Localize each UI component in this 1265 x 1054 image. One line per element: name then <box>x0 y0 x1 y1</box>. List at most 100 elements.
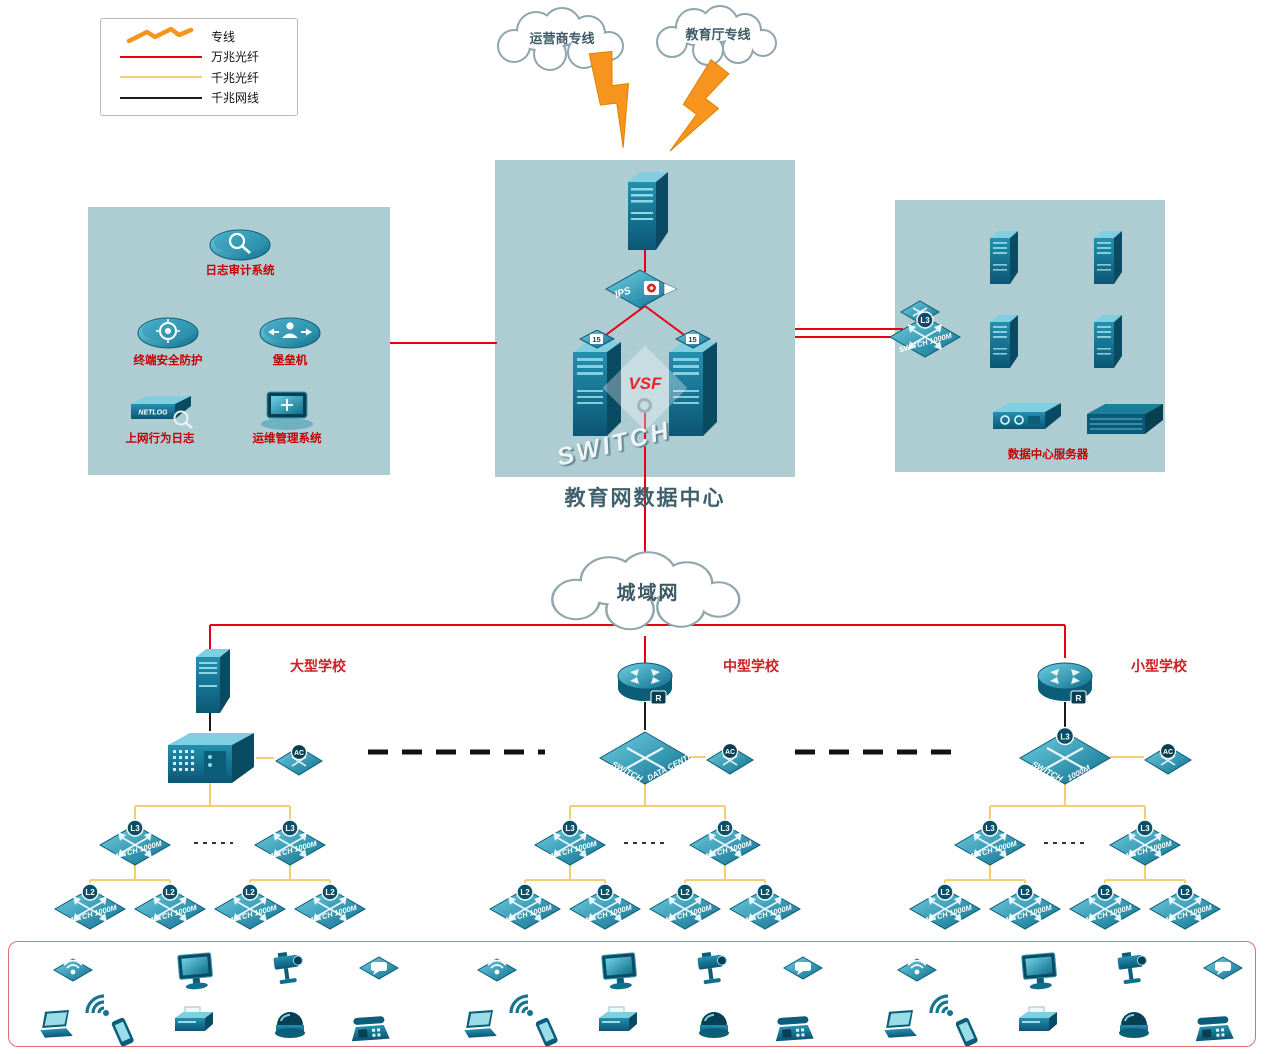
core-firewall-device <box>621 168 671 254</box>
ptz-camera-icon <box>268 949 310 989</box>
legend-label: 万兆光纤 <box>211 50 260 65</box>
svg-text:L2: L2 <box>1020 888 1030 897</box>
lightning-icon <box>111 27 211 45</box>
red-line-icon <box>120 55 202 58</box>
l2-switch: SWITCH 1000M L2 <box>52 881 128 931</box>
svg-text:R: R <box>655 693 661 703</box>
pc-monitor-icon <box>598 951 644 993</box>
wifi-signal-icon <box>76 983 116 1023</box>
svg-text:NETLOG: NETLOG <box>138 410 168 417</box>
svg-text:L2: L2 <box>760 888 770 897</box>
vsf-label: VSF <box>628 374 662 393</box>
fax-phone-icon <box>1192 1011 1238 1047</box>
svg-text:L2: L2 <box>245 888 255 897</box>
wlan-ap-icon <box>894 955 940 987</box>
netlog-label: 上网行为日志 <box>125 433 195 445</box>
svg-text:L2: L2 <box>940 888 950 897</box>
bastion-host-device <box>257 314 323 352</box>
legend-item-leased-line: 专线 <box>111 26 287 46</box>
core-switch-tower-right: 15 <box>663 329 723 442</box>
svg-text:L3: L3 <box>720 824 730 833</box>
smartphone-icon <box>948 1013 984 1053</box>
svg-text:15: 15 <box>688 335 696 344</box>
legend: 专线 万兆光纤 千兆光纤 千兆网线 <box>100 18 298 116</box>
ptz-camera-icon <box>692 949 734 989</box>
l2-switch: SWITCH 1000M L2 <box>1067 881 1143 931</box>
legend-item-10g-fiber: 万兆光纤 <box>111 47 287 67</box>
svg-text:R: R <box>1075 693 1081 703</box>
wifi-signal-icon <box>500 983 540 1023</box>
legend-item-1g-copper: 千兆网线 <box>111 88 287 108</box>
svg-text:L2: L2 <box>1100 888 1110 897</box>
man-cloud: 城域网 <box>551 551 741 631</box>
svg-text:L3: L3 <box>285 824 295 833</box>
ptz-camera-icon <box>1112 949 1154 989</box>
svg-text:L2: L2 <box>85 888 95 897</box>
l3-switch: SWITCH 1000M L3 <box>687 817 763 867</box>
vsf-group: VSF <box>602 345 688 431</box>
svg-text:L2: L2 <box>165 888 175 897</box>
svg-text:L3: L3 <box>565 824 575 833</box>
l2-switch: SWITCH 1000M L2 <box>907 881 983 931</box>
dome-camera-icon <box>268 1005 312 1041</box>
log-audit-device <box>207 226 273 264</box>
large-school-core <box>164 727 258 789</box>
svg-text:L2: L2 <box>1180 888 1190 897</box>
printer-icon <box>170 1005 216 1039</box>
l2-switch: SWITCH 1000M L2 <box>1147 881 1223 931</box>
svg-text:L3: L3 <box>130 824 140 833</box>
small-school-core: SWITCH 1000M L3 <box>1017 726 1113 788</box>
bastion-host-label: 堡垒机 <box>272 355 308 367</box>
carrier-cloud: 运营商专线 <box>497 7 624 71</box>
svg-text:15: 15 <box>592 335 600 344</box>
server-tower <box>986 312 1020 372</box>
svg-text:AC: AC <box>1163 749 1173 756</box>
chat-terminal-icon <box>356 953 402 985</box>
printer-icon <box>594 1005 640 1039</box>
l2-switch: SWITCH 1000M L2 <box>487 881 563 931</box>
endpoint-security-device <box>135 314 201 352</box>
l3-switch: SWITCH 1000M L3 <box>1107 817 1183 867</box>
lightning-bolt-right <box>669 58 730 152</box>
small-school-gateway: R <box>1033 650 1097 708</box>
black-copper-links <box>209 702 1066 731</box>
legend-label: 千兆光纤 <box>211 70 260 85</box>
large-school-label: 大型学校 <box>290 658 346 674</box>
l2-switch: SWITCH 1000M L2 <box>132 881 208 931</box>
l3-switch: SWITCH 1000M L3 <box>532 817 608 867</box>
legend-label: 专线 <box>211 29 236 44</box>
server-tower <box>1090 312 1124 372</box>
fax-phone-icon <box>348 1011 394 1047</box>
ops-management-label: 运维管理系统 <box>252 433 322 445</box>
svg-text:L2: L2 <box>680 888 690 897</box>
l2-switch: SWITCH 1000M L2 <box>212 881 288 931</box>
education-cloud: 教育厅专线 <box>656 5 777 66</box>
education-cloud-label: 教育厅专线 <box>684 27 750 42</box>
l2-switch: SWITCH 1000M L2 <box>292 881 368 931</box>
blade-chassis-device <box>1082 398 1166 442</box>
medium-school-label: 中型学校 <box>723 658 779 674</box>
l3-switch: SWITCH 1000M L3 <box>952 817 1028 867</box>
wlan-ap-icon <box>50 955 96 987</box>
black-line-icon <box>120 96 202 99</box>
ops-management-device <box>255 388 319 432</box>
server-tower <box>986 228 1020 288</box>
lightning-bolt-left <box>588 50 630 148</box>
svg-text:L3: L3 <box>985 824 995 833</box>
svg-text:IPS: IPS <box>614 285 633 301</box>
laptop-icon <box>36 1009 78 1043</box>
pc-monitor-icon <box>1018 951 1064 993</box>
yellow-line-icon <box>120 76 202 79</box>
l2-switch: SWITCH 1000M L2 <box>987 881 1063 931</box>
svg-text:L2: L2 <box>325 888 335 897</box>
small-school-label: 小型学校 <box>1131 658 1187 674</box>
wlan-ap-icon <box>474 955 520 987</box>
fax-phone-icon <box>772 1011 818 1047</box>
smartphone-icon <box>104 1013 140 1053</box>
endpoint-security-label: 终端安全防护 <box>133 355 203 367</box>
wifi-signal-icon <box>920 983 960 1023</box>
l2-switch: SWITCH 1000M L2 <box>727 881 803 931</box>
log-audit-label: 日志审计系统 <box>205 265 275 277</box>
